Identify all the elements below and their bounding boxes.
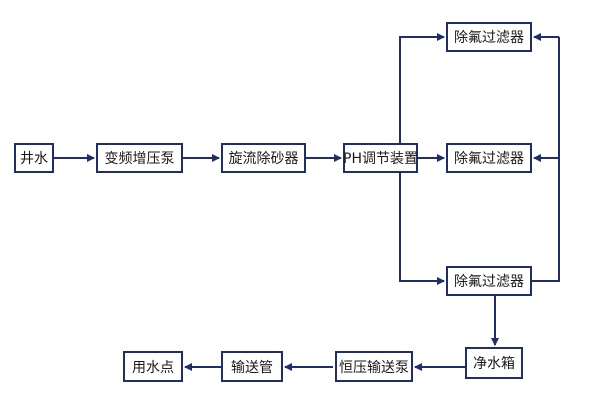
node-defluor-filter-3: 除氟过滤器 xyxy=(446,266,532,296)
node-delivery-pipe: 输送管 xyxy=(221,351,283,382)
node-clean-tank: 净水箱 xyxy=(465,347,523,379)
node-defluor-filter-2: 除氟过滤器 xyxy=(446,143,532,173)
return-line-right xyxy=(532,37,560,282)
node-ph-adjuster: PH调节装置 xyxy=(343,143,418,173)
node-well-water: 井水 xyxy=(14,143,54,173)
node-use-point: 用水点 xyxy=(123,351,183,382)
arrow-ph-to-filter-3 xyxy=(399,172,445,285)
node-booster-pump: 变频增压泵 xyxy=(96,143,183,173)
arrow-ph-to-filter-1 xyxy=(399,33,445,145)
node-sand-separator: 旋流除砂器 xyxy=(221,143,306,173)
node-constant-pump: 恒压输送泵 xyxy=(335,351,413,382)
node-defluor-filter-1: 除氟过滤器 xyxy=(446,22,532,52)
